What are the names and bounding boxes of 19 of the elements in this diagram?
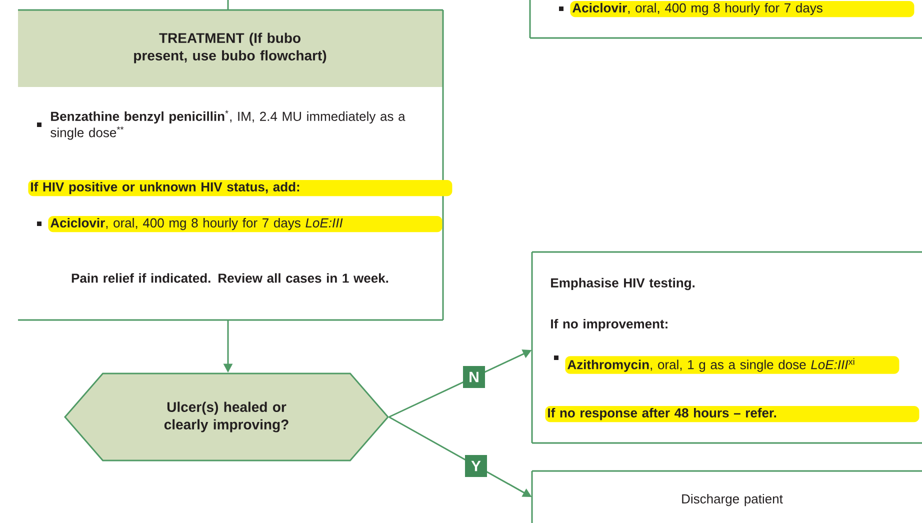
highlighted-note: If no response after 48 hours – refer.: [545, 406, 920, 422]
process-box: [531, 470, 922, 523]
process-box: [17, 9, 444, 321]
process-box: [531, 251, 922, 444]
bullet-text: Aciclovir, oral, 400 mg 8 hourly for 7 days LoE:III: [48, 216, 442, 232]
note-text: Pain relief if indicated. Review all cases in 1 week.: [72, 273, 388, 283]
edge-label: Y: [465, 455, 487, 477]
note-text: If no improvement:: [551, 318, 668, 332]
box-text: Discharge patient: [682, 494, 783, 506]
process-box: [529, 0, 922, 39]
edge-label: N: [463, 366, 485, 388]
note-text: Emphasise HIV testing.: [551, 278, 694, 290]
bullet-text: Aciclovir, oral, 400 mg 8 hourly for 7 days: [570, 0, 914, 18]
connector-line: [227, 0, 229, 10]
decision-hexagon: Ulcer(s) healed or clearly improving?: [64, 372, 389, 462]
box-heading: TREATMENT (If bubo present, use bubo flowchart): [134, 32, 326, 64]
highlighted-note: If HIV positive or unknown HIV status, add:: [28, 180, 452, 196]
bullet-text: Azithromycin, oral, 1 g as a single dose LoE:III$^{xi}$: [565, 356, 900, 374]
bullet-text: Benzathine benzyl penicillin$^{*}$, IM, 2.4 MU immediately as a single dose$^{**}$: [50, 110, 406, 140]
